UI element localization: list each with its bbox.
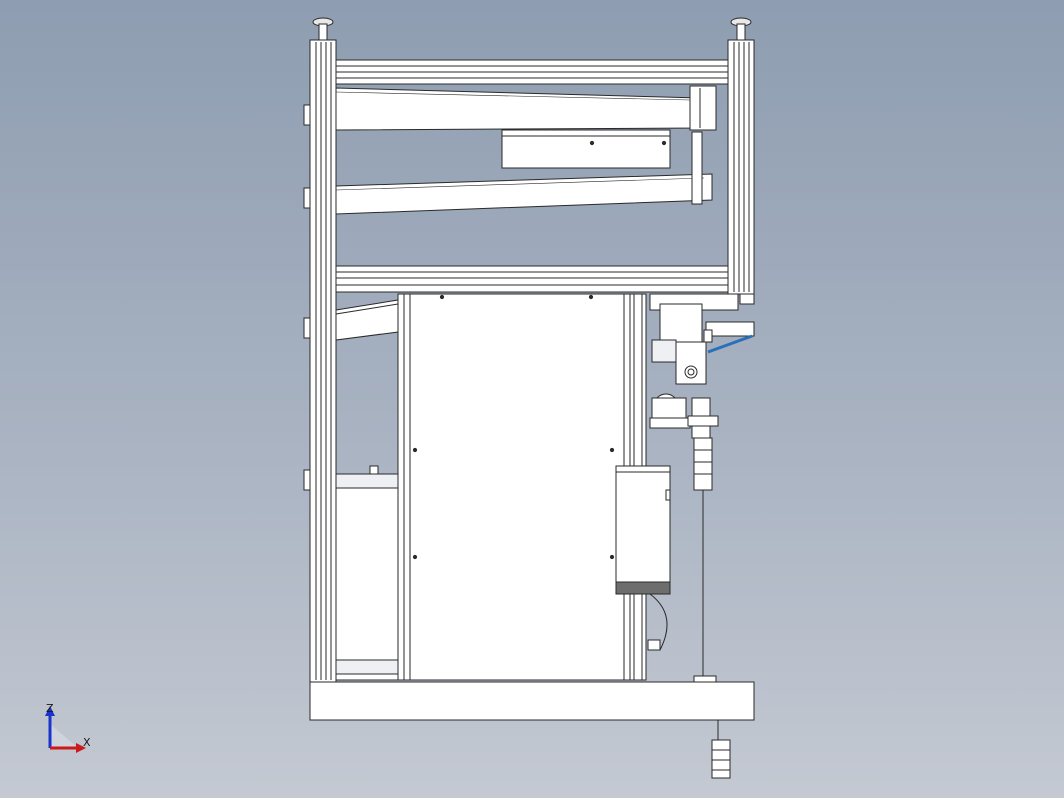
frame-beam-middle xyxy=(335,265,729,293)
valve-assembly-upper xyxy=(649,293,755,385)
z-axis-label: Z xyxy=(46,702,54,715)
leveling-foot-right xyxy=(730,17,752,41)
frame-column-right xyxy=(727,39,755,305)
drum-motor-left xyxy=(335,465,399,681)
base-plate xyxy=(309,675,755,721)
z-axis-head xyxy=(45,706,55,716)
frame-beam-top xyxy=(335,59,729,85)
triad-plane xyxy=(50,724,78,748)
control-box xyxy=(615,465,671,651)
conveyor-roller-lower xyxy=(335,131,713,215)
conveyor-roller-upper xyxy=(335,85,717,131)
leveling-foot-bottom xyxy=(711,720,731,779)
carriage-block xyxy=(501,129,671,169)
valve-assembly-lower xyxy=(649,393,719,680)
x-axis-head xyxy=(76,743,86,753)
x-axis-label: X xyxy=(83,736,91,749)
